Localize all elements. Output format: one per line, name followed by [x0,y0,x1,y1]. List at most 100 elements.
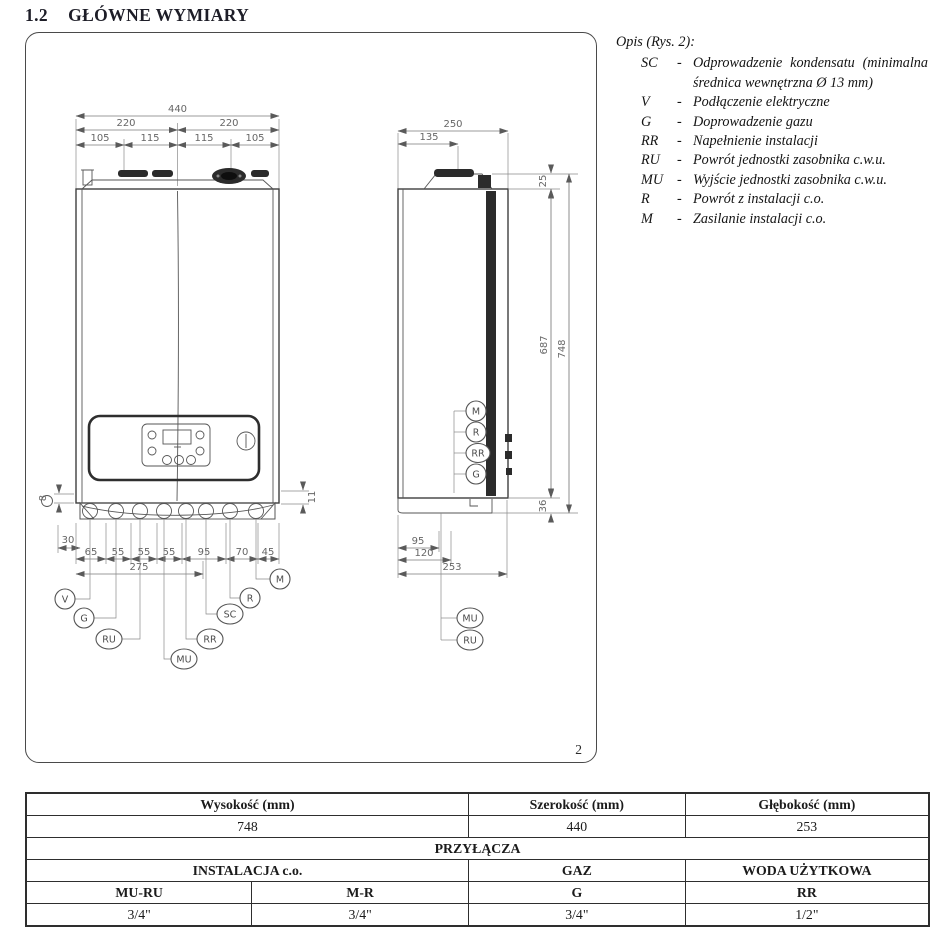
header-depth: Głębokość (mm) [684,792,930,816]
legend-desc: Odprowadzenie kondensatu (minimalna śred… [693,55,928,91]
conn-label: G [467,881,686,904]
dim-label: 95 [198,547,211,558]
callout-rr: RR [196,628,224,650]
value-height: 748 [25,815,469,838]
front-view: 440 220 220 105 115 115 105 [38,104,318,670]
dim-label: 105 [90,133,109,144]
legend-term: RU [641,152,660,169]
legend-dash: - [677,191,682,208]
technical-drawing: 440 220 220 105 115 115 105 [38,104,578,670]
dim-label: 220 [219,118,238,129]
dim-label: 11 [307,491,318,504]
dim-label: 220 [116,118,135,129]
callout-g-side: G [465,463,487,485]
panel-button [162,455,172,465]
flue-cap [434,169,474,177]
dim-label: 687 [539,335,550,354]
vent-stub [82,169,93,186]
panel-button [147,446,157,456]
dim-label: 135 [419,132,438,143]
table-row: INSTALACJA c.o. GAZ WODA UŻYTKOWA [25,859,930,882]
legend-term: R [641,191,650,208]
legend-term: MU [641,171,664,188]
value-width: 440 [467,815,686,838]
svg-text:RU: RU [463,636,477,647]
group-water: WODA UŻYTKOWA [684,859,930,882]
legend-item: MU-Wyjście jednostki zasobnika c.w.u. [616,171,928,190]
conn-size: 3/4" [467,903,686,927]
legend-term: RR [641,133,659,150]
dim-label: 30 [62,535,75,546]
dim-label: 55 [138,547,151,558]
conn-label: MU-RU [25,881,253,904]
dim-label: 55 [112,547,125,558]
svg-text:RR: RR [471,449,485,460]
legend-desc: Powrót jednostki zasobnika c.w.u. [693,152,886,169]
legend-item: RU-Powrót jednostki zasobnika c.w.u. [616,151,928,170]
group-co: INSTALACJA c.o. [25,859,469,882]
svg-text:MU: MU [176,655,191,666]
callout-mu-side: MU [456,607,484,629]
legend-desc: Napełnienie instalacji [693,133,818,150]
legend-item: RR -Napełnienie instalacji [616,132,928,151]
dim-label: 253 [442,562,461,573]
table-row: MU-RU M-R G RR [25,881,930,904]
legend-item: SC -Odprowadzenie kondensatu (minimalna ś… [616,54,928,93]
dim-label: 275 [129,562,148,573]
legend-term: SC [641,55,658,72]
legend-term: G [641,113,652,130]
callout-r: R [239,587,261,609]
conn-size: 3/4" [251,903,469,927]
legend-desc: Podłączenie elektryczne [693,94,830,111]
table-row: Wysokość (mm) Szerokość (mm) Głębokość (… [25,792,930,816]
dim-label: 70 [236,547,249,558]
callout-ru: RU [95,628,123,650]
legend: Opis (Rys. 2): SC-Odprowadzenie kondensa… [616,33,928,229]
connections-title: PRZYŁĄCZA [25,837,930,860]
dim-label: 120 [414,548,433,559]
svg-text:G: G [472,470,479,481]
svg-text:R: R [473,428,480,439]
legend-dash: - [677,55,682,72]
front-bottom-dims: 65 55 55 55 95 70 45 275 [75,523,280,579]
callout-sc: SC [216,603,244,625]
callout-m-side: M [465,400,487,422]
callout-m: M [269,568,291,590]
table-row: PRZYŁĄCZA [25,837,930,860]
panel-button [195,446,205,456]
callout-g: G [73,607,95,629]
svg-text:V: V [62,595,69,606]
front-callouts: V G RU MU RR SC R M [54,519,291,670]
legend-dash: - [677,152,682,169]
conn-label: M-R [251,881,469,904]
legend-dash: - [677,94,682,111]
callout-v: V [54,588,76,610]
legend-item: V-Podłączenie elektryczne [616,93,928,112]
dim-label: 55 [163,547,176,558]
section-number: 1.2 [25,5,49,25]
conn-size: 1/2" [684,903,930,927]
legend-title: Opis (Rys. 2): [616,34,695,50]
svg-text:SC: SC [224,610,237,621]
callout-rr-side: RR [465,442,491,464]
conn-size: 3/4" [25,903,253,927]
callout-ru-side: RU [456,629,484,651]
dimensions-table: Wysokość (mm) Szerokość (mm) Głębokość (… [25,792,930,927]
side-view: 250 135 [397,119,578,651]
dim-label: 45 [262,547,275,558]
conn-label: RR [684,881,930,904]
legend-dash: - [677,133,682,150]
side-callouts-bottom: MU RU [440,513,484,651]
legend-dash: - [677,210,682,227]
dim-label: 25 [538,175,549,188]
knob [236,431,256,451]
legend-item: M-Zasilanie instalacji c.o. [616,210,928,229]
display [162,429,192,445]
legend-desc: Zasilanie instalacji c.o. [693,210,827,227]
svg-text:RR: RR [203,635,217,646]
svg-text:RU: RU [102,635,116,646]
svg-text:M: M [276,575,284,586]
back-panel [486,191,496,496]
svg-text:R: R [247,594,254,605]
legend-item: R-Powrót z instalacji c.o. [616,190,928,209]
